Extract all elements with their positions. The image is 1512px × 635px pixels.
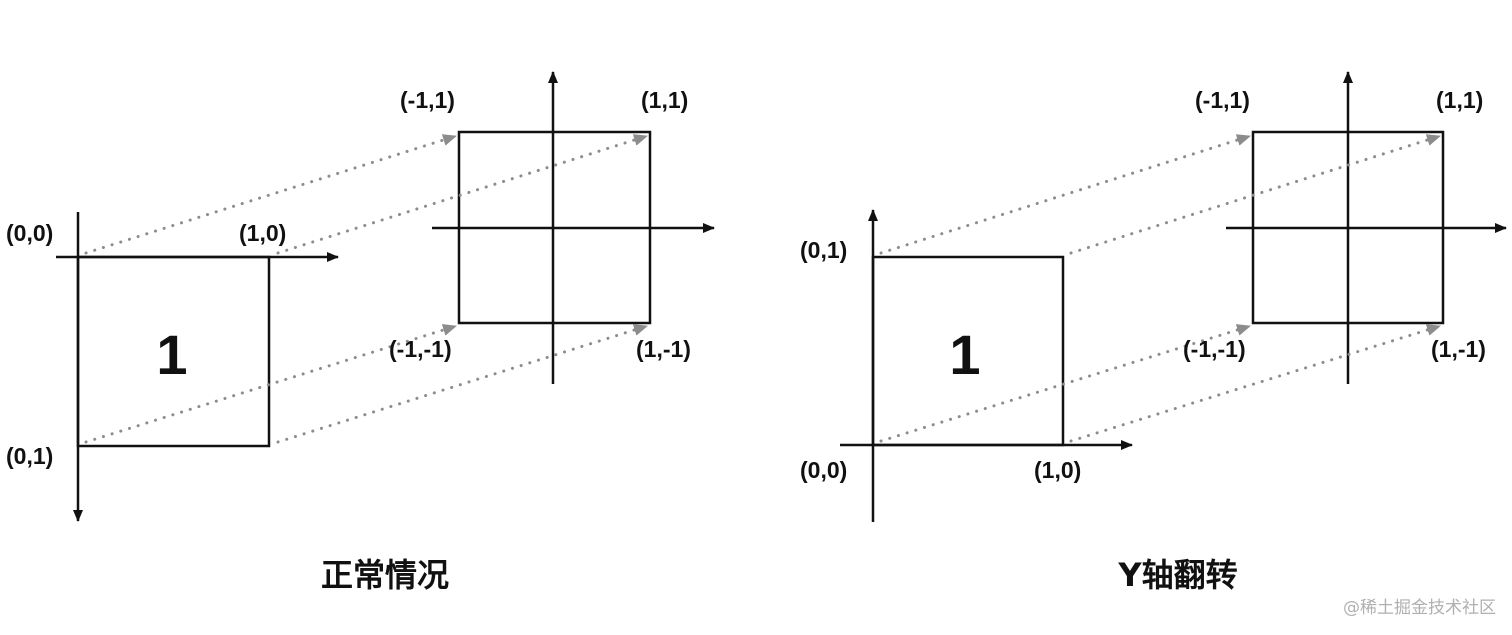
right-map-arrow-corner (1069, 134, 1442, 255)
left-map-arrow-x-end (276, 134, 649, 255)
left-target-square (457, 130, 652, 325)
left-label-origin: (0,0) (6, 220, 53, 246)
left-label-top-left: (-1,1) (400, 87, 455, 113)
right-target-square (1251, 130, 1445, 325)
left-label-top-right: (1,1) (641, 87, 688, 113)
right-label-y-end: (0,1) (800, 237, 847, 263)
left-panel: 1 (0,0) (1,0) (0,1) (-1,1) (1,1) (-1,-1)… (6, 71, 715, 594)
left-map-arrow-origin (84, 134, 458, 255)
right-square-label: 1 (949, 323, 980, 386)
right-label-bottom-left: (-1,-1) (1183, 336, 1246, 362)
right-map-arrow-origin (879, 324, 1252, 443)
right-caption: Y轴翻转 (1117, 556, 1237, 594)
right-panel: 1 (0,1) (0,0) (1,0) (-1,1) (1,1) (-1,-1)… (800, 71, 1507, 594)
left-label-bottom-left: (-1,-1) (389, 336, 452, 362)
right-source-square (871, 255, 1065, 447)
left-label-x-end: (1,0) (239, 220, 286, 246)
right-label-bottom-right: (1,-1) (1431, 336, 1486, 362)
right-label-origin: (0,0) (800, 457, 847, 483)
left-map-arrow-y-end (84, 324, 458, 444)
right-label-top-left: (-1,1) (1195, 87, 1250, 113)
right-label-top-right: (1,1) (1436, 87, 1483, 113)
watermark-text: @稀土掘金技术社区 (1343, 598, 1496, 618)
left-source-square (76, 255, 271, 448)
left-square-label: 1 (156, 323, 187, 386)
right-map-arrow-x-end (1069, 324, 1442, 443)
left-map-arrow-corner (276, 324, 649, 444)
left-label-bottom-right: (1,-1) (636, 336, 691, 362)
right-map-arrow-y-end (879, 134, 1252, 255)
left-label-y-end: (0,1) (6, 443, 53, 469)
right-label-x-end: (1,0) (1034, 457, 1081, 483)
left-caption: 正常情况 (321, 556, 449, 594)
